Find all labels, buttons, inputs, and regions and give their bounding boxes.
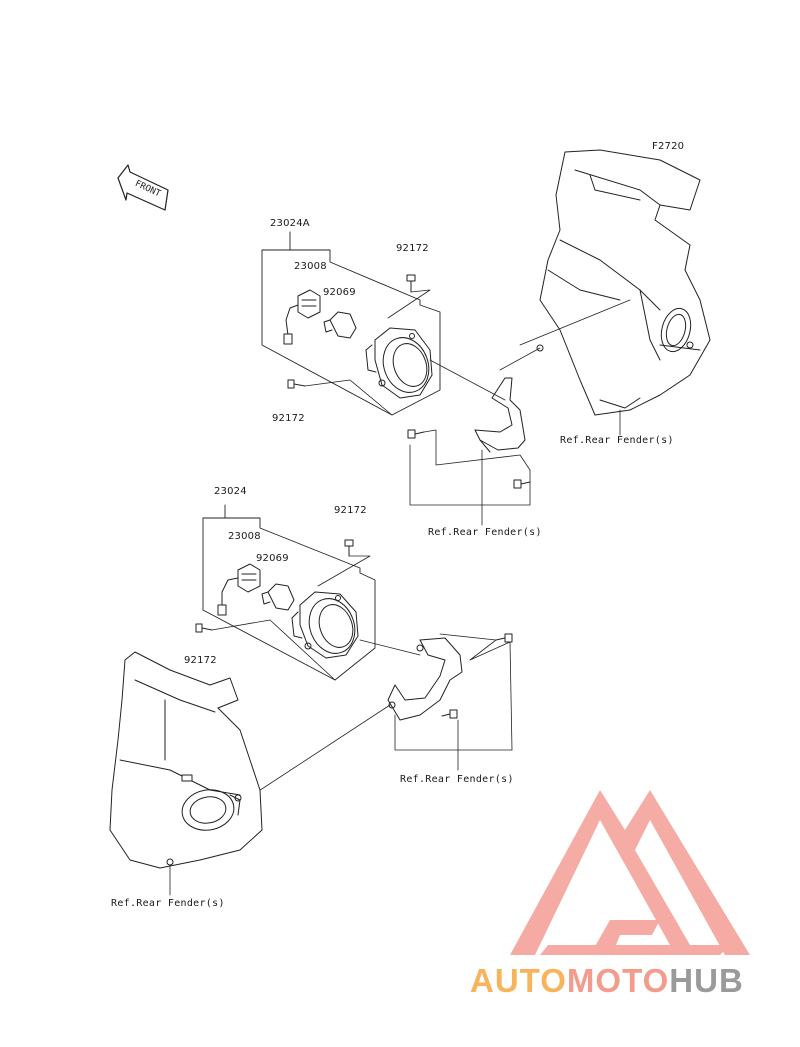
automotohub-logo-icon	[510, 790, 750, 955]
lower-bolt-right	[495, 633, 513, 643]
upper-bolt-bracket	[407, 429, 425, 439]
label-ref-upper-mid: Ref.Rear Fender(s)	[428, 527, 542, 538]
label-lower-bolt-left: 92172	[184, 655, 217, 666]
label-lower-socket: 23008	[228, 531, 261, 542]
diagram-ref-code: F2720	[652, 141, 685, 152]
label-ref-lower-left: Ref.Rear Fender(s)	[111, 898, 225, 909]
label-ref-lower-mid: Ref.Rear Fender(s)	[400, 774, 514, 785]
lower-bolt-top	[344, 539, 354, 557]
label-lower-bulb: 92069	[256, 553, 289, 564]
upper-bracket	[474, 377, 526, 453]
lower-fog-lamp	[291, 591, 359, 659]
upper-leader-lines	[304, 289, 631, 526]
wordmark-hub: HUB	[669, 962, 744, 999]
front-arrow-icon: FRONT	[117, 164, 169, 211]
upper-assembly-outline	[261, 231, 441, 416]
automotohub-wordmark: AUTOMOTOHUB	[470, 962, 744, 1000]
lower-bracket	[387, 637, 463, 721]
upper-socket	[283, 289, 321, 345]
upper-bulb	[323, 311, 357, 339]
lower-bolt-left	[195, 623, 213, 633]
wordmark-moto: MOTO	[566, 962, 670, 999]
lower-bulb	[261, 583, 295, 611]
lower-leader-lines	[169, 555, 513, 896]
label-upper-bolt-left: 92172	[272, 413, 305, 424]
label-lower-bolt-top: 92172	[334, 505, 367, 516]
wordmark-auto: AUTO	[470, 962, 567, 999]
label-upper-bulb: 92069	[323, 287, 356, 298]
label-upper-bolt-top: 92172	[396, 243, 429, 254]
label-upper-socket: 23008	[294, 261, 327, 272]
upper-bolt-right	[513, 479, 531, 489]
label-ref-upper-right: Ref.Rear Fender(s)	[560, 435, 674, 446]
upper-bolt-top	[406, 274, 416, 293]
upper-fog-lamp	[365, 327, 433, 399]
lower-socket	[217, 563, 261, 616]
upper-bolt-left	[287, 379, 306, 389]
label-upper-assembly: 23024A	[270, 218, 310, 229]
label-lower-assembly: 23024	[214, 486, 247, 497]
upper-rear-fender-shape	[536, 149, 711, 416]
lower-bolt-bottom	[441, 709, 458, 719]
lower-assembly-outline	[202, 504, 376, 681]
lower-rear-fender-shape	[109, 651, 263, 869]
